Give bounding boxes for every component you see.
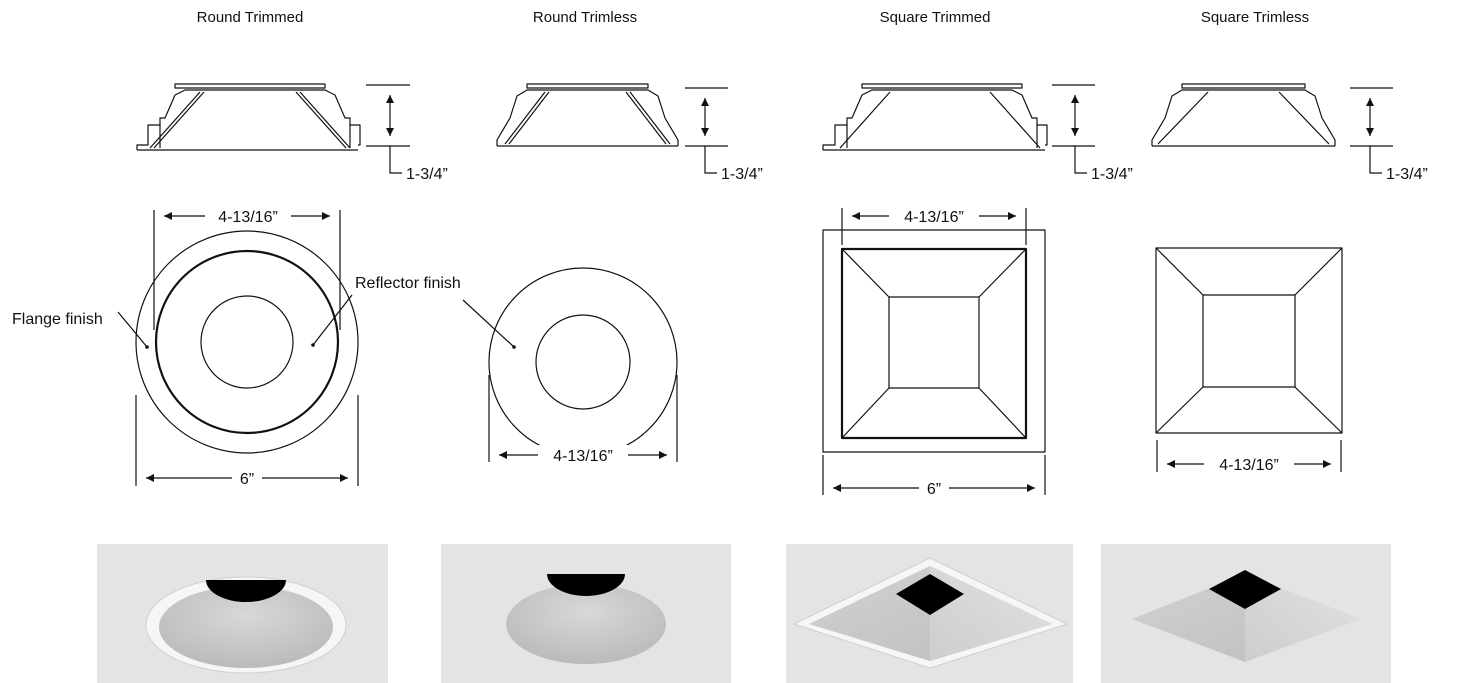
- height-dim-round-trimless: 1-3/4”: [721, 166, 763, 183]
- outer-dim-round-trimmed: 6”: [240, 471, 254, 488]
- title-round-trimmed: Round Trimmed: [197, 9, 304, 26]
- title-square-trimless: Square Trimless: [1201, 9, 1309, 26]
- height-dimension-lines: [366, 84, 1393, 174]
- photo-square-trimless: [1101, 544, 1391, 683]
- title-square-trimmed: Square Trimmed: [880, 9, 991, 26]
- section-view-square-trimmed: [822, 83, 1048, 151]
- height-dim-square-trimmed: 1-3/4”: [1091, 166, 1133, 183]
- outer-dim-square-trimmed: 6”: [927, 481, 941, 498]
- photo-square-trimmed: [786, 544, 1073, 683]
- flange-finish-callout: Flange finish: [12, 311, 103, 328]
- inner-dim-round-trimmed: 4-13/16”: [218, 209, 278, 226]
- height-dim-round-trimmed: 1-3/4”: [406, 166, 448, 183]
- reflector-callout-dot: [311, 343, 315, 347]
- photo-round-trimless: [441, 544, 731, 683]
- inner-dim-square-trimmed: 4-13/16”: [904, 209, 964, 226]
- reflector-callout-dot-trimless: [512, 345, 516, 349]
- inner-dim-square-trimless: 4-13/16”: [1219, 457, 1279, 474]
- section-view-round-trimless: [496, 83, 679, 147]
- plan-view-round-trimmed: [117, 210, 359, 486]
- flange-callout-dot: [145, 345, 149, 349]
- inner-dim-round-trimless: 4-13/16”: [553, 448, 613, 465]
- photo-round-trimmed: [97, 544, 388, 683]
- plan-view-round-trimless: [462, 267, 678, 462]
- height-dim-square-trimless: 1-3/4”: [1386, 166, 1428, 183]
- title-round-trimless: Round Trimless: [533, 9, 637, 26]
- plan-view-square-trimmed: [822, 208, 1046, 495]
- reflector-finish-callout: Reflector finish: [355, 275, 461, 292]
- section-view-round-trimmed: [136, 83, 361, 151]
- section-view-square-trimless: [1151, 83, 1336, 147]
- plan-view-square-trimless: [1155, 247, 1343, 472]
